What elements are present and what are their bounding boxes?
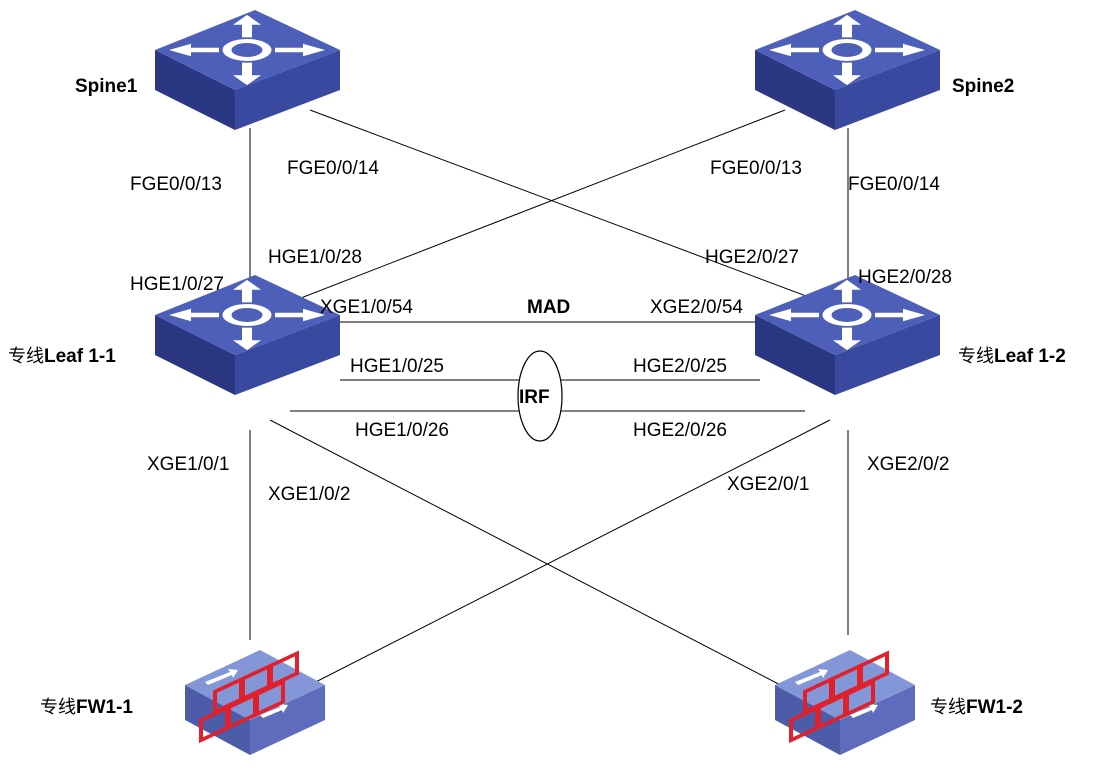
port-label: HGE1/0/27 <box>130 274 224 295</box>
port-label: HGE2/0/26 <box>633 420 727 441</box>
port-label: HGE1/0/28 <box>268 247 362 268</box>
irf-ellipse <box>517 350 563 442</box>
link-leaf11-fw12 <box>269 419 791 691</box>
spine1-label: Spine1 <box>75 76 138 97</box>
fw11-label: 专线FW1-1 <box>40 697 133 718</box>
mad-label: MAD <box>527 297 570 318</box>
spine2-switch-icon[interactable] <box>755 10 940 130</box>
port-label: FGE0/0/14 <box>848 174 940 195</box>
port-label: FGE0/0/14 <box>287 158 379 179</box>
port-label: HGE1/0/26 <box>355 420 449 441</box>
port-label: HGE1/0/25 <box>350 356 444 377</box>
port-label: XGE1/0/54 <box>320 297 413 318</box>
links <box>249 109 849 691</box>
fw12-label: 专线FW1-2 <box>930 697 1023 718</box>
leaf12-label: 专线Leaf 1-2 <box>958 346 1066 367</box>
link-spine2-leaf11 <box>269 109 786 311</box>
port-label: XGE2/0/54 <box>650 297 743 318</box>
leaf12-switch-icon[interactable] <box>755 275 940 395</box>
irf-label: IRF <box>519 387 550 408</box>
fw12-firewall-icon[interactable] <box>773 648 917 757</box>
spine1-switch-icon[interactable] <box>155 10 340 130</box>
port-label: XGE2/0/1 <box>727 474 809 495</box>
leaf11-label: 专线Leaf 1-1 <box>8 346 116 367</box>
port-label: XGE2/0/2 <box>867 454 949 475</box>
port-label: XGE1/0/1 <box>147 454 229 475</box>
link-spine1-leaf12 <box>309 109 831 306</box>
spine2-label: Spine2 <box>952 76 1014 97</box>
link-leaf12-fw11 <box>299 419 831 691</box>
port-label: FGE0/0/13 <box>710 158 802 179</box>
fw11-firewall-icon[interactable] <box>183 648 327 757</box>
port-label: HGE2/0/27 <box>705 247 799 268</box>
port-label: XGE1/0/2 <box>268 484 350 505</box>
port-label: HGE2/0/25 <box>633 356 727 377</box>
port-label: HGE2/0/28 <box>858 267 952 288</box>
port-label: FGE0/0/13 <box>130 174 222 195</box>
